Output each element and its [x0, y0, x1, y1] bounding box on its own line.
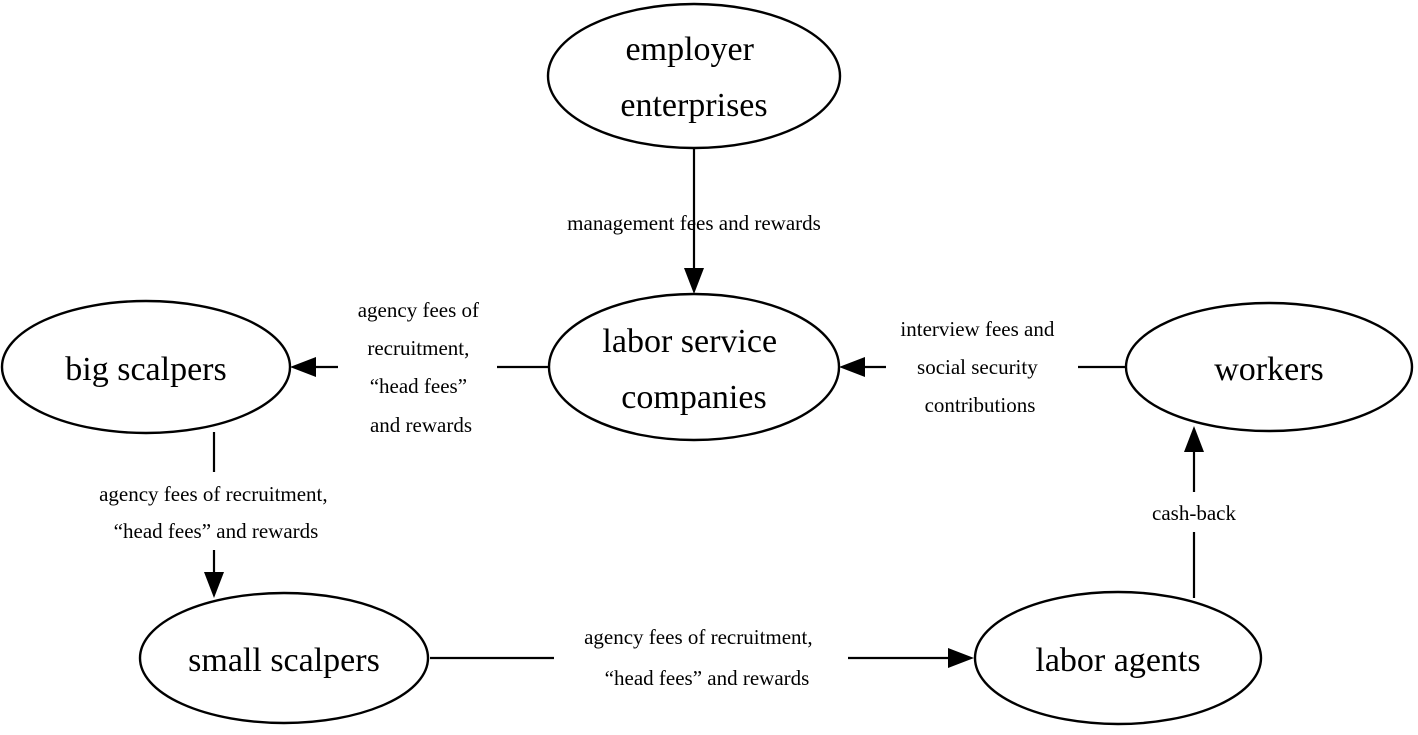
- node-label-line-1: big scalpers: [65, 351, 226, 388]
- node-label: labor agents: [1035, 642, 1200, 679]
- edge-label-line-1: management fees and rewards: [567, 211, 821, 235]
- node-label: small scalpers: [188, 642, 380, 679]
- edge-label: agency fees of recruitment, “head fees” …: [99, 482, 333, 543]
- node-big-scalpers: big scalpers: [0, 299, 292, 435]
- node-label: big scalpers: [65, 351, 226, 388]
- node-label-line-1: labor service: [602, 323, 777, 360]
- edge-labor-agents-to-workers: cash-back: [1152, 426, 1236, 598]
- node-employer-enterprises: employer enterprises: [546, 2, 842, 150]
- node-ellipse: [973, 590, 1263, 726]
- node-label-line-1: workers: [1214, 351, 1324, 388]
- node-ellipse: [0, 299, 292, 435]
- node-ellipse: [1124, 301, 1414, 433]
- edge-label-line-2: “head fees” and rewards: [114, 519, 319, 543]
- node-label-line-1: employer: [626, 31, 755, 68]
- edge-label: agency fees of recruitment, “head fees” …: [358, 298, 485, 437]
- edge-label: agency fees of recruitment, “head fees” …: [584, 625, 818, 690]
- edge-label: interview fees and social security contr…: [900, 317, 1059, 417]
- node-small-scalpers: small scalpers: [138, 591, 430, 725]
- edge-employer-to-labor-service: management fees and rewards: [567, 148, 821, 294]
- edge-label-line-3: “head fees”: [370, 374, 467, 398]
- edge-label-line-1: agency fees of recruitment,: [99, 482, 328, 506]
- edge-label-line-1: cash-back: [1152, 501, 1236, 525]
- edge-label-line-2: “head fees” and rewards: [605, 666, 810, 690]
- edge-label-line-2: social security: [917, 355, 1038, 379]
- arrow-head: [290, 357, 316, 377]
- edge-big-scalpers-to-small-scalpers: agency fees of recruitment, “head fees” …: [99, 432, 333, 598]
- arrow-head: [204, 572, 224, 598]
- node-labor-agents: labor agents: [973, 590, 1263, 726]
- node-ellipse: [546, 2, 842, 150]
- node-label: labor service companies: [602, 323, 785, 416]
- node-ellipse: [547, 292, 841, 442]
- arrow-head: [948, 648, 974, 668]
- edge-label: management fees and rewards: [567, 211, 821, 235]
- edge-labor-service-to-big-scalpers: agency fees of recruitment, “head fees” …: [290, 298, 550, 437]
- arrow-head: [684, 268, 704, 294]
- node-ellipse: [138, 591, 430, 725]
- node-label: employer enterprises: [620, 31, 767, 124]
- node-workers: workers: [1124, 301, 1414, 433]
- edge-label-line-2: recruitment,: [367, 336, 469, 360]
- node-label-line-1: labor agents: [1035, 642, 1200, 679]
- edge-workers-to-labor-service: interview fees and social security contr…: [839, 317, 1127, 417]
- node-label-line-1: small scalpers: [188, 642, 380, 679]
- node-labor-service-companies: labor service companies: [547, 292, 841, 442]
- edge-label-line-3: contributions: [925, 393, 1036, 417]
- arrow-head: [1184, 426, 1204, 452]
- edge-small-scalpers-to-labor-agents: agency fees of recruitment, “head fees” …: [430, 625, 974, 690]
- edge-label-line-1: agency fees of: [358, 298, 479, 322]
- edge-label-line-1: interview fees and: [900, 317, 1054, 341]
- arrow-head: [839, 357, 865, 377]
- edge-label-line-1: agency fees of recruitment,: [584, 625, 813, 649]
- edge-label: cash-back: [1152, 501, 1236, 525]
- edge-label-line-4: and rewards: [370, 413, 472, 437]
- node-label-line-2: companies: [621, 379, 766, 416]
- node-label-line-2: enterprises: [620, 87, 767, 124]
- node-label: workers: [1214, 351, 1324, 388]
